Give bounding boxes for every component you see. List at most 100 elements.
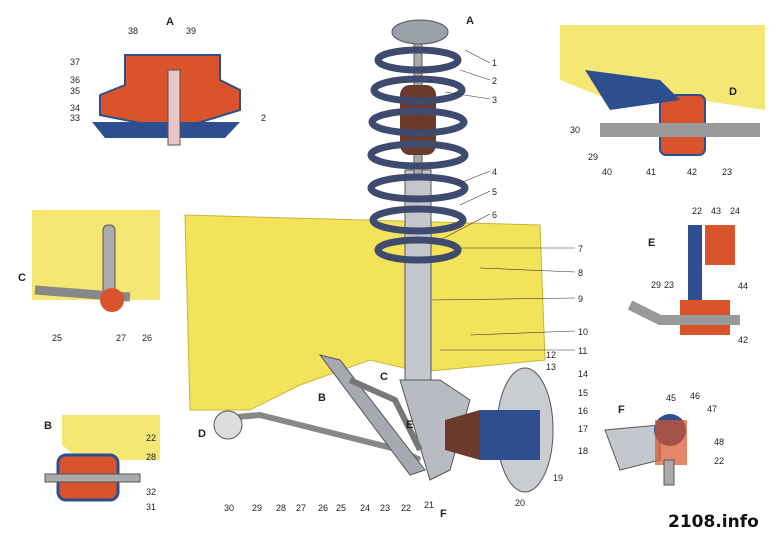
detail-marker-d: D [198, 428, 206, 440]
bar-bushing-d [213, 410, 243, 440]
part-label-18: 18 [578, 446, 588, 456]
part-label-16: 16 [578, 406, 588, 416]
inset-e-part-43: 43 [711, 206, 721, 216]
inset-c-part-25: 25 [52, 333, 62, 343]
inset-a-part-39: 39 [186, 26, 196, 36]
part-label-17: 17 [578, 424, 588, 434]
part-label-13: 13 [546, 362, 556, 372]
inset-d-letter: D [729, 86, 737, 98]
watermark: 2108.info [668, 512, 759, 532]
inset-e-part-44: 44 [738, 281, 748, 291]
inset-f-part-46: 46 [690, 391, 700, 401]
part-label-30: 30 [224, 503, 234, 513]
inset-d-part-30: 30 [570, 125, 580, 135]
inset-a-part-38: 38 [128, 26, 138, 36]
leader-lines [431, 49, 576, 351]
part-label-25: 25 [336, 503, 346, 513]
inset-d-part-40: 40 [602, 167, 612, 177]
inset-d-part-23: 23 [722, 167, 732, 177]
inset-e-part-22: 22 [692, 206, 702, 216]
inset-e-part-24: 24 [730, 206, 740, 216]
inset-b-part-28: 28 [146, 452, 156, 462]
part-label-27: 27 [296, 503, 306, 513]
inset-a-part-35: 35 [70, 86, 80, 96]
inset-d-part-29: 29 [588, 152, 598, 162]
inset-d-part-42: 42 [687, 167, 697, 177]
inset-f-arm [604, 424, 661, 471]
inset-b-part-31: 31 [146, 502, 156, 512]
part-label-24: 24 [360, 503, 370, 513]
inset-c-bolt [102, 224, 116, 296]
car-body-panel [184, 214, 546, 411]
inset-e-bushing-top [705, 225, 735, 265]
part-label-11: 11 [578, 346, 587, 356]
inset-b-letter: B [44, 420, 52, 432]
inset-a-part-2: 2 [261, 113, 266, 123]
inset-a-part-37: 37 [70, 57, 80, 67]
part-label-21: 21 [424, 500, 434, 510]
inset-f-part-48: 48 [714, 437, 724, 447]
part-label-2: 2 [492, 76, 497, 86]
inset-c-bushing [100, 288, 124, 312]
inset-a-part-36: 36 [70, 75, 80, 85]
detail-marker-b: B [318, 392, 326, 404]
inset-f-letter: F [618, 404, 625, 416]
inset-a-cup [92, 122, 240, 138]
cv-boot [445, 410, 480, 460]
inset-f-part-22: 22 [714, 456, 724, 466]
part-label-12: 12 [546, 350, 556, 360]
hub [480, 410, 540, 460]
part-label-15: 15 [578, 388, 588, 398]
inset-c-part-27: 27 [116, 333, 126, 343]
part-label-8: 8 [578, 268, 583, 278]
inset-c-part-26: 26 [142, 333, 152, 343]
part-label-20: 20 [515, 498, 525, 508]
part-label-29: 29 [252, 503, 262, 513]
inset-b-body [62, 415, 160, 460]
inset-a-part-34: 34 [70, 103, 80, 113]
part-label-23: 23 [380, 503, 390, 513]
inset-d-bracket [585, 70, 680, 110]
part-label-5: 5 [492, 187, 497, 197]
coil-spring [367, 46, 469, 264]
part-label-3: 3 [492, 95, 497, 105]
brace [348, 377, 423, 452]
top-mount [391, 19, 449, 45]
strut-tube [404, 169, 432, 381]
lower-arm [318, 354, 426, 476]
detail-marker-e: E [406, 419, 413, 431]
inset-e-part-42: 42 [738, 335, 748, 345]
detail-marker-f: F [440, 508, 447, 520]
part-label-26: 26 [318, 503, 328, 513]
view-label-a: A [466, 15, 474, 27]
inset-e-bar [627, 300, 740, 325]
inset-b-bolt [44, 473, 141, 483]
inset-e-letter: E [648, 237, 655, 249]
inset-f-housing [655, 420, 687, 465]
part-label-14: 14 [578, 369, 588, 379]
inset-f-part-47: 47 [707, 404, 717, 414]
inset-a-rod [167, 69, 181, 146]
inset-b-part-32: 32 [146, 487, 156, 497]
part-label-4: 4 [492, 167, 497, 177]
detail-marker-c: C [380, 371, 388, 383]
inset-f-part-45: 45 [666, 393, 676, 403]
part-label-9: 9 [578, 294, 583, 304]
inset-f-stud [663, 459, 675, 486]
inset-b-part-22: 22 [146, 433, 156, 443]
part-label-6: 6 [492, 210, 497, 220]
part-label-7: 7 [578, 244, 583, 254]
part-label-28: 28 [276, 503, 286, 513]
part-label-10: 10 [578, 327, 588, 337]
inset-a-letter: A [166, 16, 174, 28]
inset-c-letter: C [18, 272, 26, 284]
part-label-22: 22 [401, 503, 411, 513]
part-label-1: 1 [492, 58, 497, 68]
part-label-19: 19 [553, 473, 563, 483]
inset-d-part-41: 41 [646, 167, 656, 177]
inset-c-body [32, 210, 160, 300]
inset-e-part-23: 23 [664, 280, 674, 290]
inset-a-part-33: 33 [70, 113, 80, 123]
